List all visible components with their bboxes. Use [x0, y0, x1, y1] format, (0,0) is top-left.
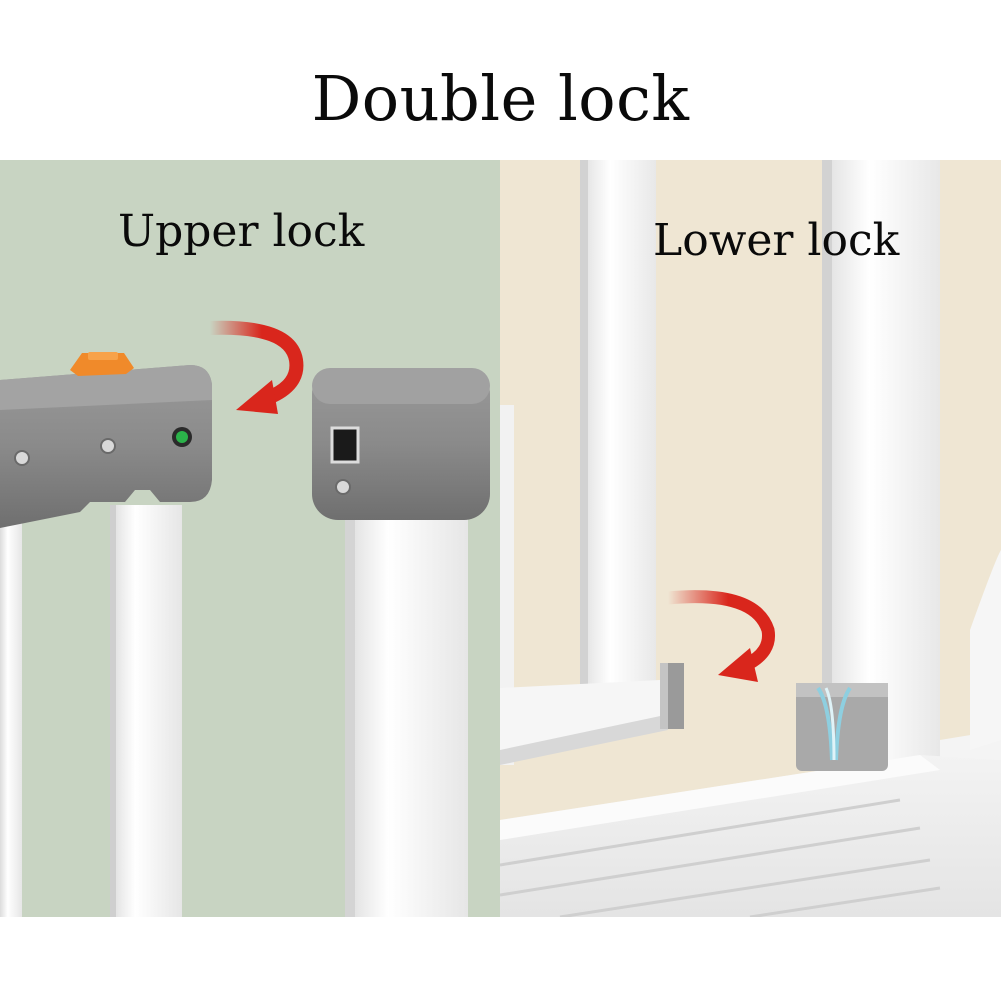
- upper-lock-label: Upper lock: [118, 206, 365, 257]
- lower-lock-illustration: [500, 160, 1001, 917]
- latch-button: [70, 352, 134, 376]
- gate-base: [500, 755, 1001, 917]
- screw-icon: [14, 450, 30, 466]
- page-title: Double lock: [311, 62, 690, 135]
- screw-icon: [100, 438, 116, 454]
- gate-post: [345, 515, 468, 917]
- lower-lock-panel: Lower lock: [500, 160, 1001, 917]
- upper-lock-illustration: [0, 320, 490, 917]
- gate-bar: [110, 505, 182, 917]
- upper-lock-receiver: [312, 368, 490, 520]
- curved-arrow-icon: [203, 320, 304, 414]
- gate-bar: [0, 520, 22, 917]
- upper-lock-panel: Upper lock: [0, 160, 500, 917]
- gate-bar: [500, 405, 514, 765]
- lower-lock-label: Lower lock: [653, 215, 900, 266]
- gate-bar: [580, 160, 656, 700]
- gate-post: [822, 160, 940, 780]
- lower-lock-receiver: [796, 683, 888, 771]
- screw-icon: [335, 479, 351, 495]
- curved-arrow-icon: [661, 590, 776, 682]
